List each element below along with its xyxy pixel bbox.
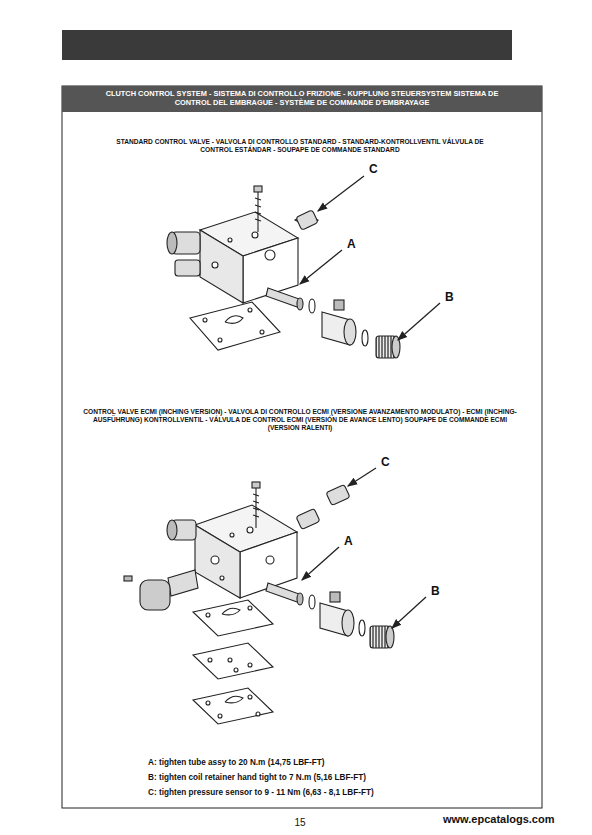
page-number: 15 [285,817,315,829]
section-heading: STANDARD CONTROL VALVE - VALVOLA DI CONT… [110,138,490,154]
callout-letter: C [380,455,391,469]
note: B: tighten coil retainer hand tight to 7… [148,773,478,783]
note: A: tighten tube assy to 20 N.m (14,75 LB… [148,758,478,768]
watermark: www.epcatalogs.com [443,813,553,826]
callout-letter: B [444,290,455,304]
section-heading: CONTROL VALVE ECMI (INCHING VERSION) - V… [80,408,520,432]
section-title: CLUTCH CONTROL SYSTEM - SISTEMA DI CONTR… [62,86,542,108]
callout-letter: C [368,162,379,176]
note: C: tighten pressure sensor to 9 - 11 Nm … [148,788,478,798]
title-band: CLUTCH CONTROL SYSTEM - SISTEMA DI CONTR… [62,86,542,112]
header-bar [62,30,512,60]
callout-letter: A [343,534,354,548]
callout-letter: B [430,584,441,598]
callout-letter: A [346,237,357,251]
